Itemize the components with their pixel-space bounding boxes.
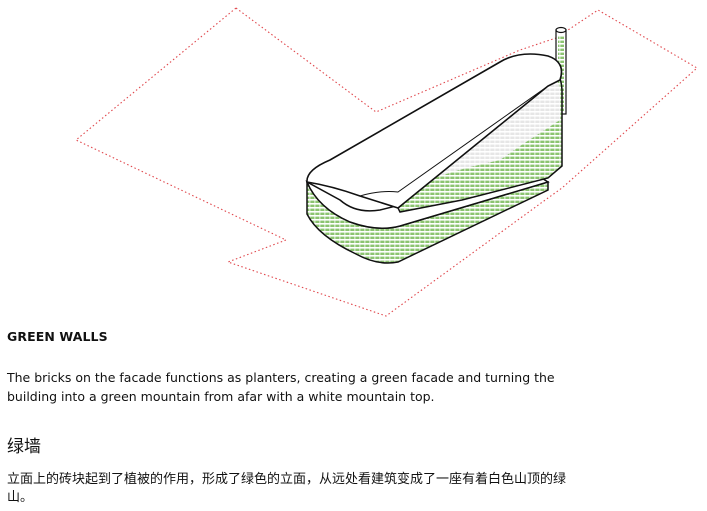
section-description-cn: 立面上的砖块起到了植被的作用，形成了绿色的立面，从远处看建筑变成了一座有着白色山… — [7, 472, 567, 505]
building-axonometric-diagram — [74, 7, 698, 317]
section-description-en: The bricks on the facade functions as pl… — [7, 370, 555, 404]
sloped-tower-roof — [306, 53, 563, 209]
roof-ridge-line — [359, 85, 549, 197]
section-title-en: GREEN WALLS — [7, 329, 108, 344]
section-title-cn: 绿墙 — [7, 437, 41, 457]
